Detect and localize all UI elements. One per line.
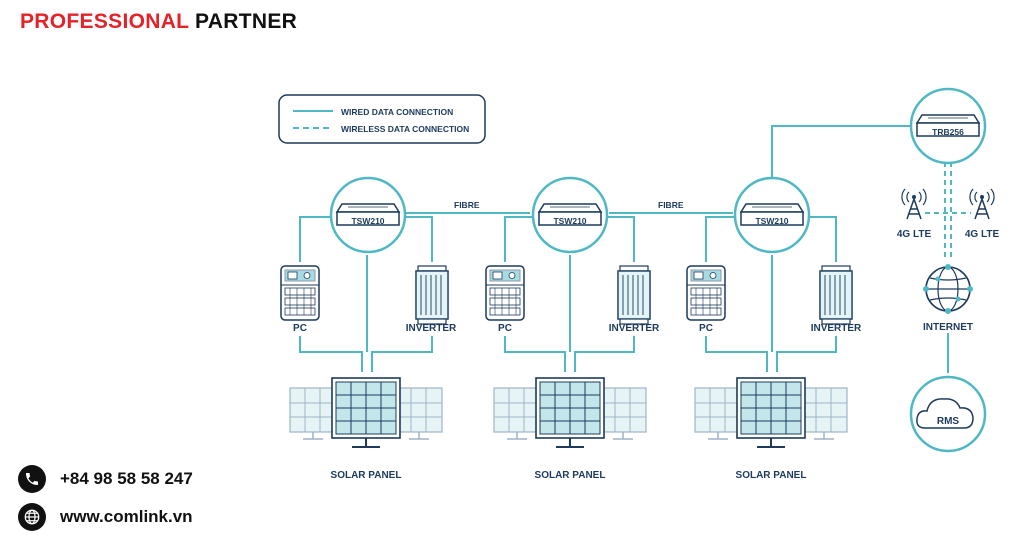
phone-icon	[18, 465, 46, 493]
pc-label: PC	[293, 323, 307, 334]
title-rest: PARTNER	[195, 10, 298, 33]
rms-node: RMS	[909, 375, 987, 453]
cloud-icon	[916, 398, 974, 429]
switch-node-3: TSW210	[733, 176, 811, 254]
lte-label-1: 4G LTE	[897, 229, 932, 240]
wired-legend-label: WIRED DATA CONNECTION	[341, 107, 453, 117]
solar-panel-icon	[800, 387, 848, 440]
phone-contact[interactable]: +84 98 58 58 247	[18, 465, 193, 493]
solar-panel-icon	[289, 387, 337, 440]
rms-label: RMS	[937, 416, 960, 427]
solar-panel-icon	[599, 387, 647, 440]
internet-label: INTERNET	[923, 322, 973, 333]
lte-label-2: 4G LTE	[965, 229, 1000, 240]
solar-panel-label: SOLAR PANEL	[535, 470, 606, 481]
solar-panel-icon	[493, 387, 541, 440]
wired-connections	[299, 125, 949, 373]
solar-panel-icon	[694, 387, 742, 440]
switch-label: TSW210	[351, 216, 384, 226]
inverter-icon	[617, 265, 651, 325]
wireless-connections	[925, 162, 971, 258]
switch-node-2: TSW210	[531, 176, 609, 254]
phone-number: +84 98 58 58 247	[60, 469, 193, 488]
solar-panel-group-1: SOLAR PANEL	[289, 377, 443, 481]
switch-node-1: TSW210	[329, 176, 407, 254]
inverter-label: INVERTER	[609, 323, 660, 334]
fibre-label-1: FIBRE	[454, 200, 480, 210]
cell-tower-icon	[901, 188, 927, 220]
switch-label: TSW210	[553, 216, 586, 226]
router-node: TRB256	[909, 87, 987, 165]
pc-label: PC	[699, 323, 713, 334]
page-title: PROFESSIONAL PARTNER	[20, 10, 297, 34]
router-label: TRB256	[932, 127, 964, 137]
pc-label: PC	[498, 323, 512, 334]
internet-globe-icon	[923, 264, 973, 314]
pc-icon	[686, 265, 726, 321]
inverter-label: INVERTER	[811, 323, 862, 334]
globe-icon	[18, 503, 46, 531]
solar-panel-label: SOLAR PANEL	[331, 470, 402, 481]
website-url: www.comlink.vn	[60, 507, 193, 526]
solar-panel-icon	[736, 377, 806, 448]
cell-tower-icon	[969, 188, 995, 220]
fibre-label-2: FIBRE	[658, 200, 684, 210]
solar-panel-icon	[331, 377, 401, 448]
solar-panel-group-2: SOLAR PANEL	[493, 377, 647, 481]
solar-panel-icon	[535, 377, 605, 448]
legend-box	[278, 94, 486, 144]
inverter-icon	[819, 265, 853, 325]
title-accent: PROFESSIONAL	[20, 10, 189, 33]
switch-label: TSW210	[755, 216, 788, 226]
pc-icon	[485, 265, 525, 321]
wireless-legend-label: WIRELESS DATA CONNECTION	[341, 124, 469, 134]
inverter-label: INVERTER	[406, 323, 457, 334]
website-contact[interactable]: www.comlink.vn	[18, 503, 193, 531]
solar-panel-icon	[395, 387, 443, 440]
inverter-icon	[415, 265, 449, 325]
solar-panel-group-3: SOLAR PANEL	[694, 377, 848, 481]
pc-icon	[280, 265, 320, 321]
solar-panel-label: SOLAR PANEL	[736, 470, 807, 481]
